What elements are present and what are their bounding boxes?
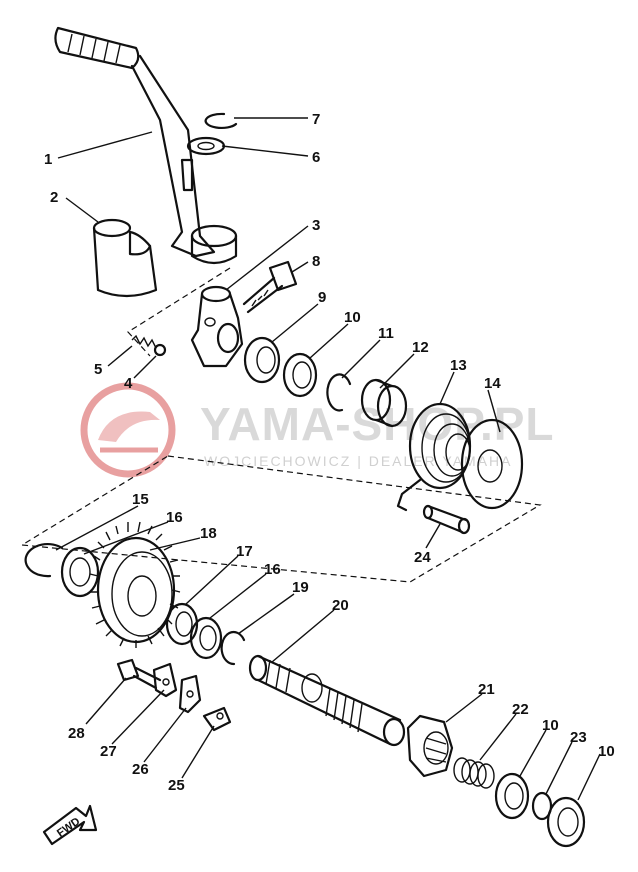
watermark-title: YAMA-SHOP.PL <box>200 398 555 450</box>
callout-6: 6 <box>312 149 320 166</box>
callout-23: 23 <box>570 729 587 746</box>
washer-16-left <box>60 546 100 598</box>
callout-16-left: 16 <box>166 509 183 526</box>
callout-19: 19 <box>292 579 309 596</box>
callout-4: 4 <box>124 375 133 392</box>
kick-lever <box>54 26 238 265</box>
callout-7: 7 <box>312 111 320 128</box>
callout-10-upper: 10 <box>344 309 361 326</box>
pin-24 <box>422 504 471 535</box>
callout-9: 9 <box>318 289 326 306</box>
callout-labels: 1 2 3 4 5 6 7 8 9 10 11 12 13 14 15 16 1… <box>44 111 615 794</box>
bolt-8 <box>242 260 298 314</box>
callout-15: 15 <box>132 491 149 508</box>
washer-10-mid <box>494 772 530 820</box>
clamp-27 <box>152 662 178 698</box>
clip-25 <box>202 706 232 732</box>
kick-boss <box>190 285 244 368</box>
callout-24: 24 <box>414 549 431 566</box>
washer-10-lower <box>546 796 586 848</box>
fwd-label: FWD <box>55 815 82 839</box>
torsion-spring-13 <box>396 402 472 512</box>
callout-10-lower: 10 <box>598 743 615 760</box>
callout-14: 14 <box>484 375 501 392</box>
ball-4 <box>153 343 167 357</box>
circlip-11 <box>326 373 352 412</box>
circlip-23 <box>531 791 553 821</box>
spring-5 <box>131 334 157 349</box>
washer-17 <box>165 602 199 646</box>
callout-3: 3 <box>312 217 320 234</box>
clamp-26 <box>178 674 202 714</box>
callout-2: 2 <box>50 189 58 206</box>
callout-28: 28 <box>68 725 85 742</box>
callout-11: 11 <box>378 325 394 342</box>
callout-16-right: 16 <box>264 561 281 578</box>
callout-5: 5 <box>94 361 102 378</box>
seal-9 <box>243 336 281 384</box>
washer-16-right <box>189 616 223 660</box>
subassembly-outline-lower <box>20 455 542 583</box>
callout-8: 8 <box>312 253 320 270</box>
fwd-arrow-icon: FWD <box>42 804 98 846</box>
callout-22: 22 <box>512 701 529 718</box>
washer-10-upper <box>282 352 318 398</box>
callout-21: 21 <box>478 681 495 698</box>
callout-18: 18 <box>200 525 217 542</box>
circlip-7 <box>204 112 238 129</box>
callout-20: 20 <box>332 597 349 614</box>
callout-17: 17 <box>236 543 253 560</box>
callout-12: 12 <box>412 339 429 356</box>
circlip-15 <box>24 543 64 578</box>
kick-axle-20 <box>248 654 406 747</box>
bolt-28 <box>116 658 162 690</box>
washer-6 <box>186 136 226 156</box>
callout-25: 25 <box>168 777 185 794</box>
plate-14 <box>460 418 524 510</box>
callout-26: 26 <box>132 761 149 778</box>
watermark-logo <box>80 382 176 478</box>
callout-10-mid: 10 <box>542 717 559 734</box>
ratchet-21 <box>406 714 454 778</box>
kick-gear-18 <box>89 521 181 648</box>
circlip-19 <box>220 630 246 666</box>
watermark: YAMA-SHOP.PL WOJCIECHOWICZ | DEALER YAMA… <box>80 382 555 478</box>
leader-lines <box>55 117 601 801</box>
watermark-subtitle: WOJCIECHOWICZ | DEALER YAMAHA <box>204 453 512 469</box>
kick-cover <box>92 218 158 298</box>
callout-13: 13 <box>450 357 467 374</box>
callout-27: 27 <box>100 743 117 760</box>
subassembly-outline-upper <box>127 267 231 357</box>
spring-guide-12 <box>360 378 408 428</box>
callout-1: 1 <box>44 151 52 168</box>
spring-22 <box>453 757 495 789</box>
